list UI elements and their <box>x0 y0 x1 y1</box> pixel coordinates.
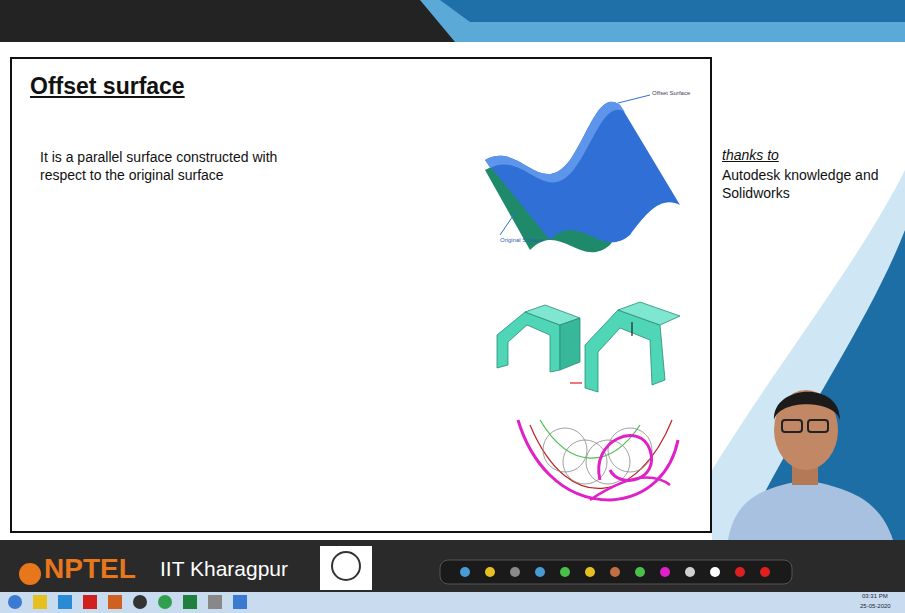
taskbar-icons <box>8 595 247 609</box>
body-text: It is a parallel surface constructed wit… <box>40 148 315 184</box>
clock-date: 25-05-2020 <box>860 603 891 609</box>
callout-label: Offset Surface <box>652 90 690 98</box>
top-band <box>0 0 905 42</box>
logo-text: NPTEL <box>44 555 136 583</box>
iit-logo-box <box>320 546 372 590</box>
extrude-figure <box>497 302 680 392</box>
presenter <box>728 390 893 540</box>
toolbar-icons <box>460 567 770 577</box>
pen-toolbar <box>440 560 792 584</box>
nptel-logo <box>19 563 41 585</box>
top-stripe-dark <box>440 0 905 22</box>
offset-curve-sketch <box>518 420 678 500</box>
taskbar <box>0 592 905 613</box>
clock-time: 03:31 PM <box>862 593 888 599</box>
credit-text: Autodesk knowledge and Solidworks <box>722 166 882 202</box>
credit-heading: thanks to <box>722 146 779 164</box>
callout-label: Original Surface <box>500 237 543 245</box>
iit-logo <box>332 552 360 580</box>
slide-title: Offset surface <box>30 72 185 102</box>
right-swoosh-light <box>712 170 905 540</box>
institute-name: IIT Kharagpur <box>160 558 288 579</box>
top-stripe <box>420 0 905 42</box>
offset-surface-figure <box>485 95 680 252</box>
slide-frame <box>11 58 711 532</box>
bottom-band <box>0 540 905 592</box>
